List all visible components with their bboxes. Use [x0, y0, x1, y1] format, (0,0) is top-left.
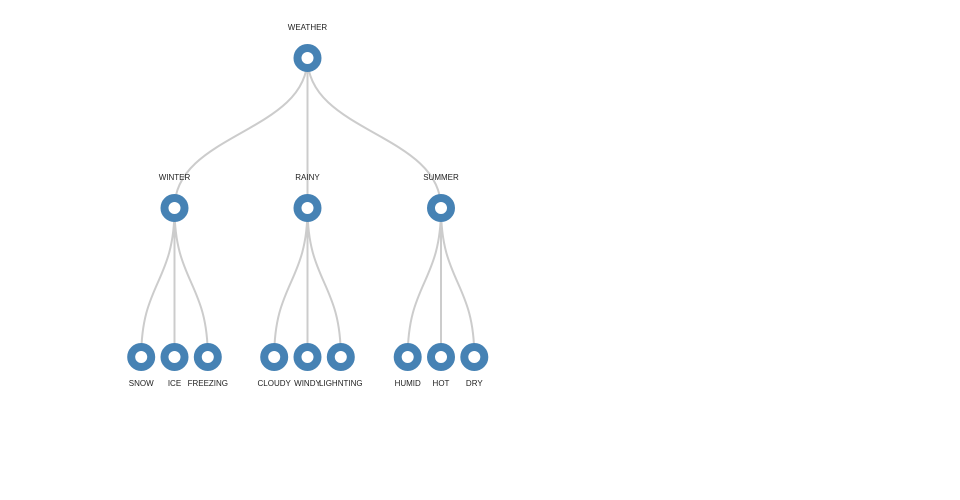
node-circle[interactable]	[260, 343, 289, 371]
link-weather-to-winter	[173, 57, 309, 209]
node-circle[interactable]	[293, 343, 322, 371]
node-cloudy[interactable]: CLOUDY	[258, 343, 292, 388]
node-dry[interactable]: DRY	[460, 343, 489, 388]
node-label: RAINY	[295, 173, 320, 182]
link-summer-to-humid	[406, 207, 442, 358]
link-rainy-to-cloudy	[273, 207, 309, 358]
node-label: WEATHER	[288, 23, 328, 32]
node-circle[interactable]	[293, 44, 322, 72]
node-winter[interactable]: WINTER	[159, 173, 191, 222]
link-weather-to-summer	[306, 57, 442, 209]
node-circle[interactable]	[460, 343, 489, 371]
node-circle[interactable]	[427, 194, 455, 222]
node-label: WINTER	[159, 173, 191, 182]
link-rainy-to-lighnting	[306, 207, 342, 358]
node-label: ICE	[168, 379, 181, 388]
node-hot[interactable]: HOT	[427, 343, 455, 388]
node-humid[interactable]: HUMID	[393, 343, 422, 388]
node-circle[interactable]	[393, 343, 422, 371]
node-freezing[interactable]: FREEZING	[188, 343, 228, 388]
node-circle[interactable]	[127, 343, 156, 371]
node-lighnting[interactable]: LIGHNTING	[319, 343, 363, 388]
link-winter-to-freezing	[173, 207, 209, 358]
link-summer-to-dry	[440, 207, 476, 358]
node-circle[interactable]	[160, 343, 189, 371]
node-label: FREEZING	[188, 379, 228, 388]
node-weather[interactable]: WEATHER	[288, 23, 328, 72]
node-snow[interactable]: SNOW	[127, 343, 156, 388]
node-rainy[interactable]: RAINY	[293, 173, 322, 222]
node-circle[interactable]	[160, 194, 189, 222]
node-label: HUMID	[395, 379, 421, 388]
node-circle[interactable]	[427, 343, 455, 371]
node-label: DRY	[466, 379, 483, 388]
node-summer[interactable]: SUMMER	[423, 173, 459, 222]
node-circle[interactable]	[193, 343, 222, 371]
node-circle[interactable]	[326, 343, 355, 371]
link-winter-to-snow	[140, 207, 176, 358]
node-label: SNOW	[129, 379, 154, 388]
node-circle[interactable]	[293, 194, 322, 222]
tree-links	[140, 57, 476, 358]
node-ice[interactable]: ICE	[160, 343, 189, 388]
node-windy[interactable]: WINDY	[293, 343, 322, 388]
node-label: HOT	[433, 379, 450, 388]
node-label: CLOUDY	[258, 379, 292, 388]
node-label: SUMMER	[423, 173, 459, 182]
node-label: LIGHNTING	[319, 379, 363, 388]
node-label: WINDY	[294, 379, 321, 388]
